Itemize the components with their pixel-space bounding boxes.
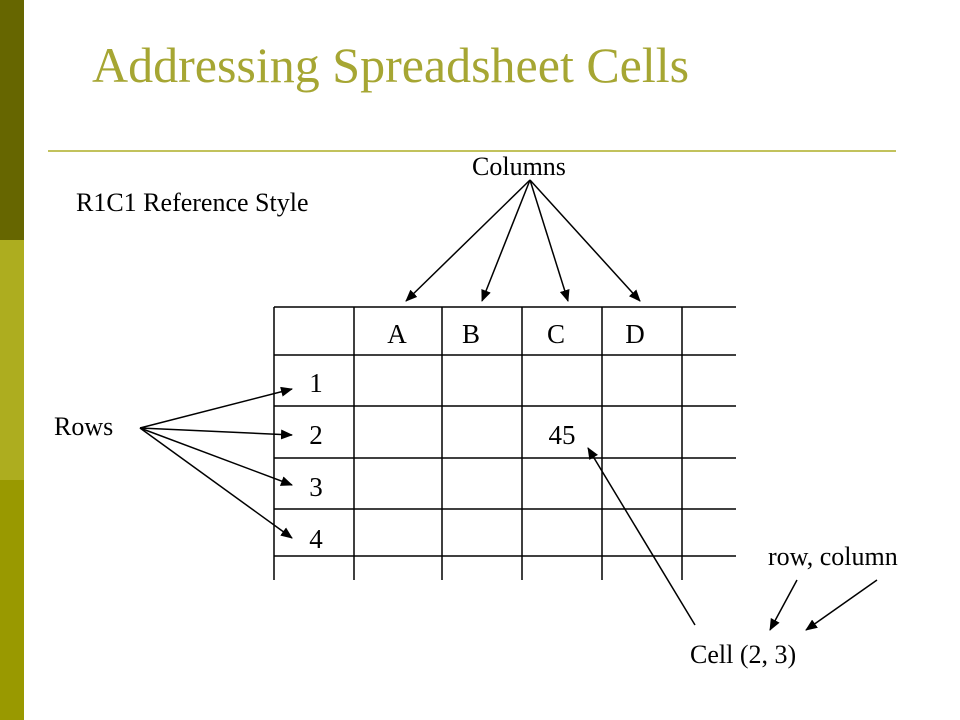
row-header-4: 4 xyxy=(309,524,323,554)
arrow-to-row-index xyxy=(769,579,798,631)
side-band-middle xyxy=(0,240,24,480)
columns-label: Columns xyxy=(472,152,566,181)
row-header-3: 3 xyxy=(309,472,323,502)
reference-style-label: R1C1 Reference Style xyxy=(76,188,309,217)
column-header-a: A xyxy=(387,319,407,349)
row-header-1: 1 xyxy=(309,368,323,398)
cell-address-label: Cell (2, 3) xyxy=(690,640,797,669)
cell-value-r2c3: 45 xyxy=(549,420,576,450)
arrow-to-column-d xyxy=(529,179,641,302)
column-header-c: C xyxy=(547,319,565,349)
side-band-bottom xyxy=(0,480,24,720)
arrow-to-row-4 xyxy=(139,427,293,539)
arrow-to-cell-45 xyxy=(587,447,696,626)
arrow-to-column-b xyxy=(481,179,531,302)
side-band-top xyxy=(0,0,24,240)
row-column-label: row, column xyxy=(768,542,898,571)
arrow-to-column-index xyxy=(805,579,878,631)
row-header-2: 2 xyxy=(309,420,323,450)
column-header-b: B xyxy=(462,319,480,349)
grid-lines xyxy=(273,306,736,580)
column-header-d: D xyxy=(625,319,645,349)
arrow-to-row-3 xyxy=(139,427,293,486)
rows-label: Rows xyxy=(54,412,114,441)
arrow-to-row-1 xyxy=(139,386,293,429)
slide-title: Addressing Spreadsheet Cells xyxy=(92,37,690,93)
arrow-to-column-a xyxy=(405,179,531,302)
title-divider xyxy=(48,150,896,152)
arrow-to-row-2 xyxy=(139,427,293,440)
arrow-to-column-c xyxy=(529,179,570,302)
